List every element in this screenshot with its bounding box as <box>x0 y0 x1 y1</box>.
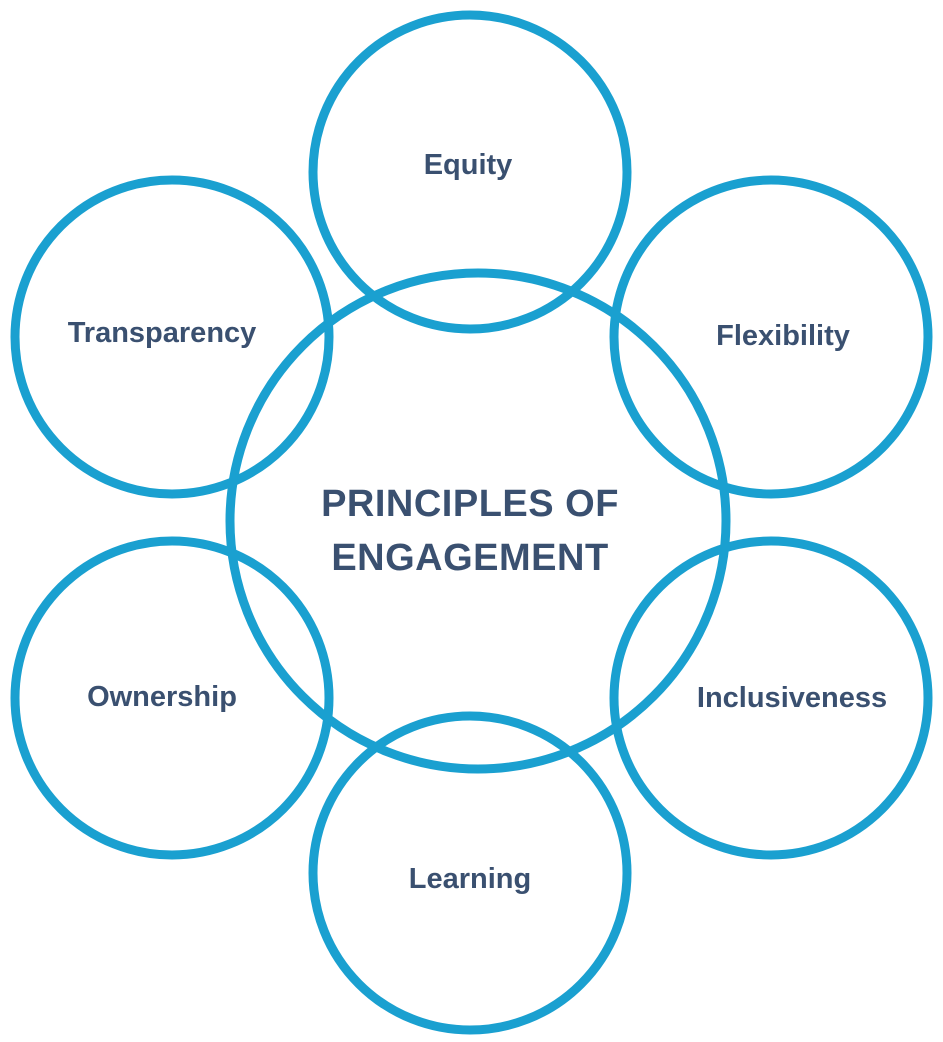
center-title-line-2: ENGAGEMENT <box>331 537 608 579</box>
petal-label-learning: Learning <box>409 863 531 895</box>
petal-ring-transparency <box>10 175 334 499</box>
petal-ring-flexibility <box>609 175 933 499</box>
petal-ring-equity <box>308 10 632 334</box>
petal-label-transparency: Transparency <box>68 317 257 349</box>
petal-label-equity: Equity <box>424 149 513 181</box>
petal-label-inclusiveness: Inclusiveness <box>697 682 887 714</box>
petal-ring-inclusiveness <box>609 536 933 860</box>
petal-ring-ownership <box>10 536 334 860</box>
center-ring <box>225 268 731 774</box>
petal-label-ownership: Ownership <box>87 681 237 713</box>
center-title-line-1: PRINCIPLES OF <box>321 483 619 525</box>
petal-ring-learning <box>308 711 632 1035</box>
petal-label-flexibility: Flexibility <box>716 320 850 352</box>
